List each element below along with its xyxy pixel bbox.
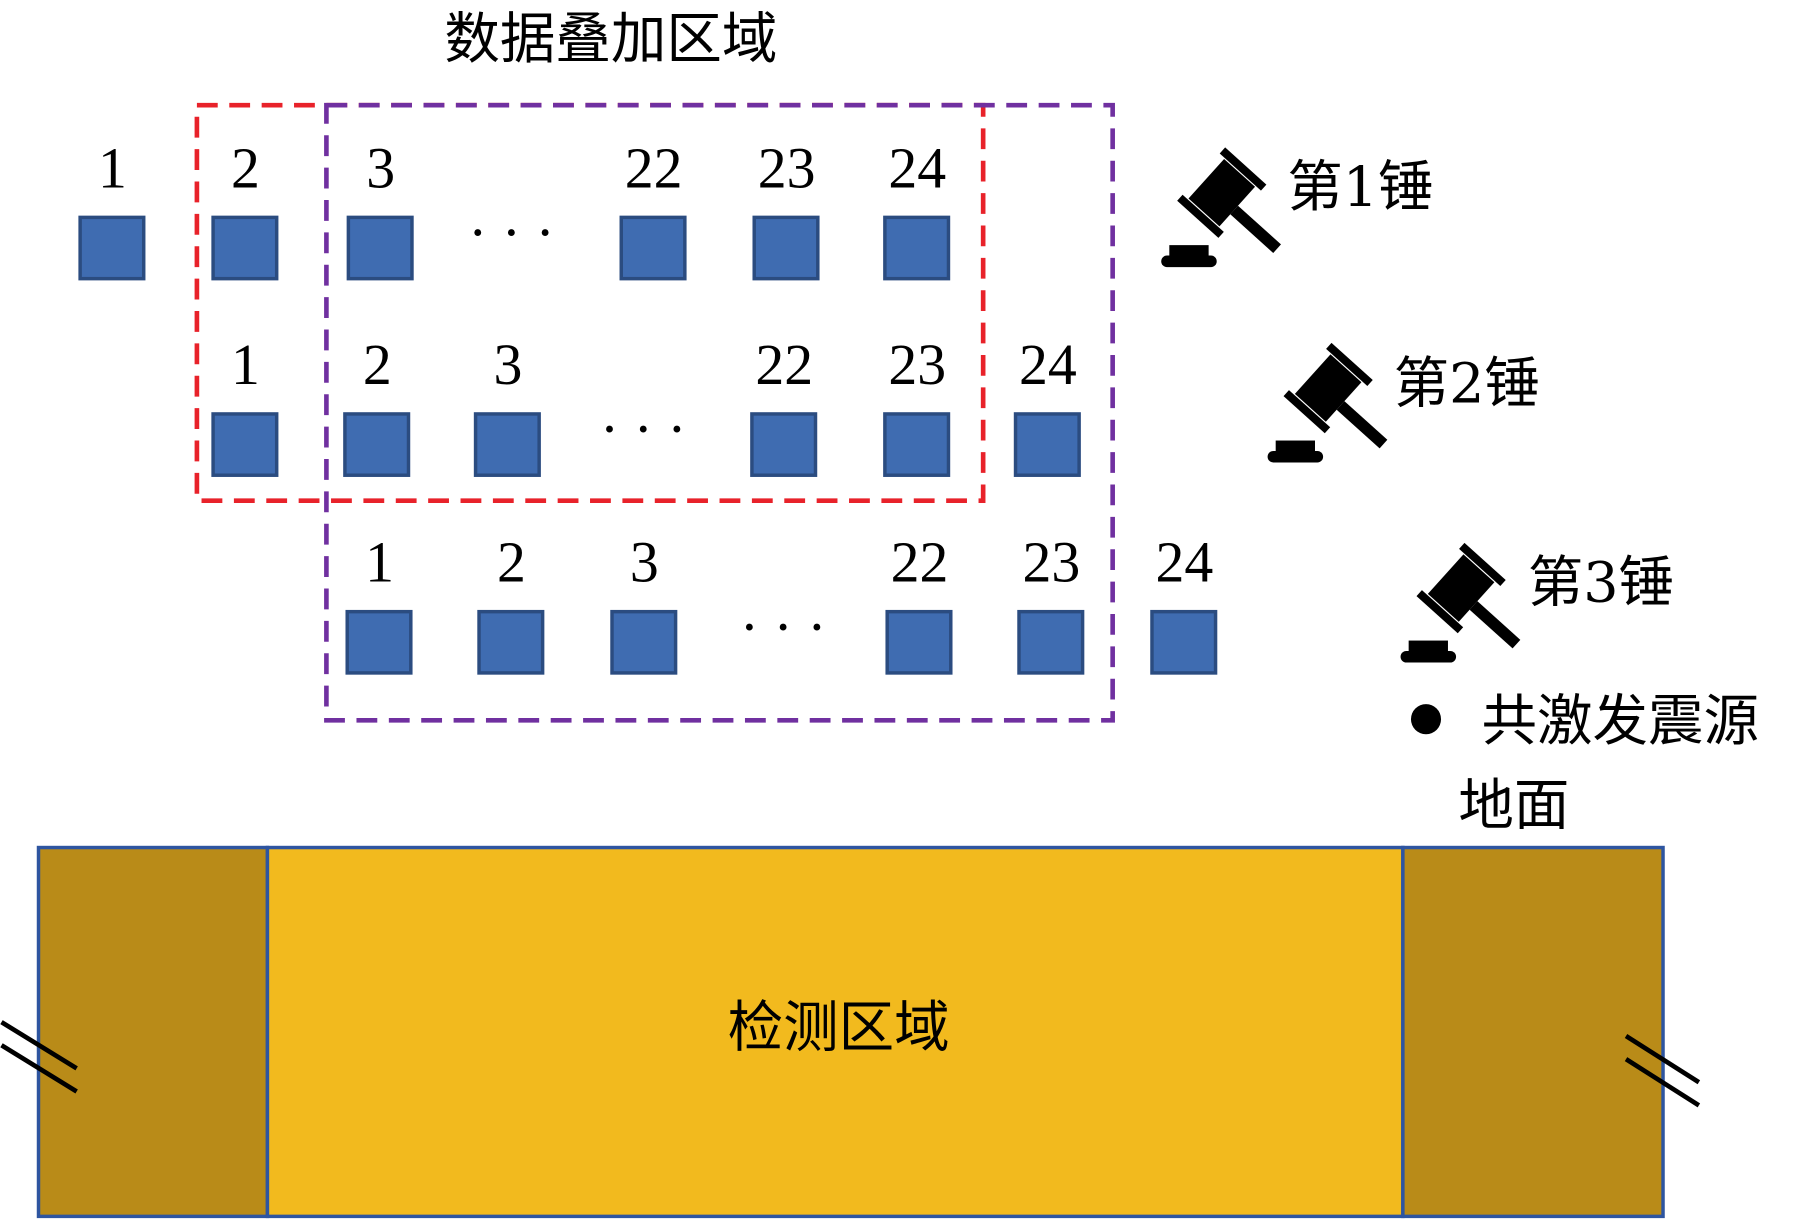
ellipsis: · · · — [600, 397, 687, 462]
receiver-square — [346, 215, 414, 281]
diagram-title: 数据叠加区域 — [444, 7, 777, 72]
receiver-square — [473, 412, 541, 477]
receiver-label: 24 — [888, 135, 946, 200]
receiver-label: 2 — [363, 332, 392, 397]
hammer-1: 第1锤 — [1161, 147, 1434, 268]
receiver-label: 24 — [1155, 530, 1213, 595]
receiver-square — [477, 609, 545, 675]
receiver-square — [343, 412, 411, 477]
receiver-square — [1017, 609, 1085, 675]
receiver-label: 24 — [1019, 332, 1077, 397]
receiver-label: 3 — [493, 332, 522, 397]
overlap-region-purple — [324, 102, 1115, 723]
gavel-icon — [1267, 342, 1388, 463]
detection-zone-label: 检测区域 — [728, 995, 950, 1060]
receiver-label: 22 — [891, 530, 949, 595]
receiver-square — [1150, 609, 1218, 675]
break-mark-left — [0, 1020, 78, 1094]
ellipsis: · · · — [740, 594, 827, 659]
hammer-2: 第2锤 — [1267, 342, 1540, 463]
ground-label: 地面 — [1458, 773, 1569, 838]
gavel-icon — [1400, 542, 1521, 663]
outer-zone-left — [36, 845, 270, 1219]
receiver-square — [750, 412, 818, 477]
receiver-label: 23 — [888, 332, 946, 397]
ground-section: 检测区域 — [0, 845, 1701, 1219]
receiver-label: 22 — [625, 135, 683, 200]
overlap-region-red — [194, 102, 986, 503]
receiver-label: 2 — [497, 530, 526, 595]
hammer-3: 第3锤 — [1400, 542, 1674, 663]
hammer-label: 第3锤 — [1528, 550, 1674, 615]
receiver-label: 2 — [231, 135, 260, 200]
receiver-square — [619, 215, 687, 281]
detection-zone — [265, 845, 1405, 1219]
receiver-label: 3 — [366, 135, 395, 200]
hammer-label: 第1锤 — [1287, 155, 1433, 220]
receiver-label: 1 — [98, 135, 127, 200]
receiver-square — [752, 215, 820, 281]
receiver-square — [78, 215, 146, 281]
gavel-icon — [1161, 147, 1281, 268]
receiver-label: 1 — [365, 530, 394, 595]
receiver-label: 1 — [231, 332, 260, 397]
outer-zone-right — [1401, 845, 1665, 1219]
receiver-square — [883, 215, 951, 281]
receiver-label: 23 — [1022, 530, 1080, 595]
receiver-label: 22 — [755, 332, 813, 397]
receiver-label: 3 — [630, 530, 659, 595]
receiver-square — [211, 215, 279, 281]
receiver-square — [883, 412, 951, 477]
receiver-square — [610, 609, 678, 675]
source-legend-dot — [1410, 704, 1442, 735]
receiver-label: 23 — [758, 135, 816, 200]
source-legend-label: 共激发震源 — [1482, 689, 1760, 754]
ellipsis: · · · — [468, 200, 555, 265]
hammer-label: 第2锤 — [1394, 351, 1540, 416]
receiver-square — [885, 609, 953, 675]
receiver-square — [345, 609, 413, 675]
receiver-square — [211, 412, 279, 477]
break-mark-right — [1624, 1034, 1701, 1108]
receiver-square — [1013, 412, 1081, 477]
